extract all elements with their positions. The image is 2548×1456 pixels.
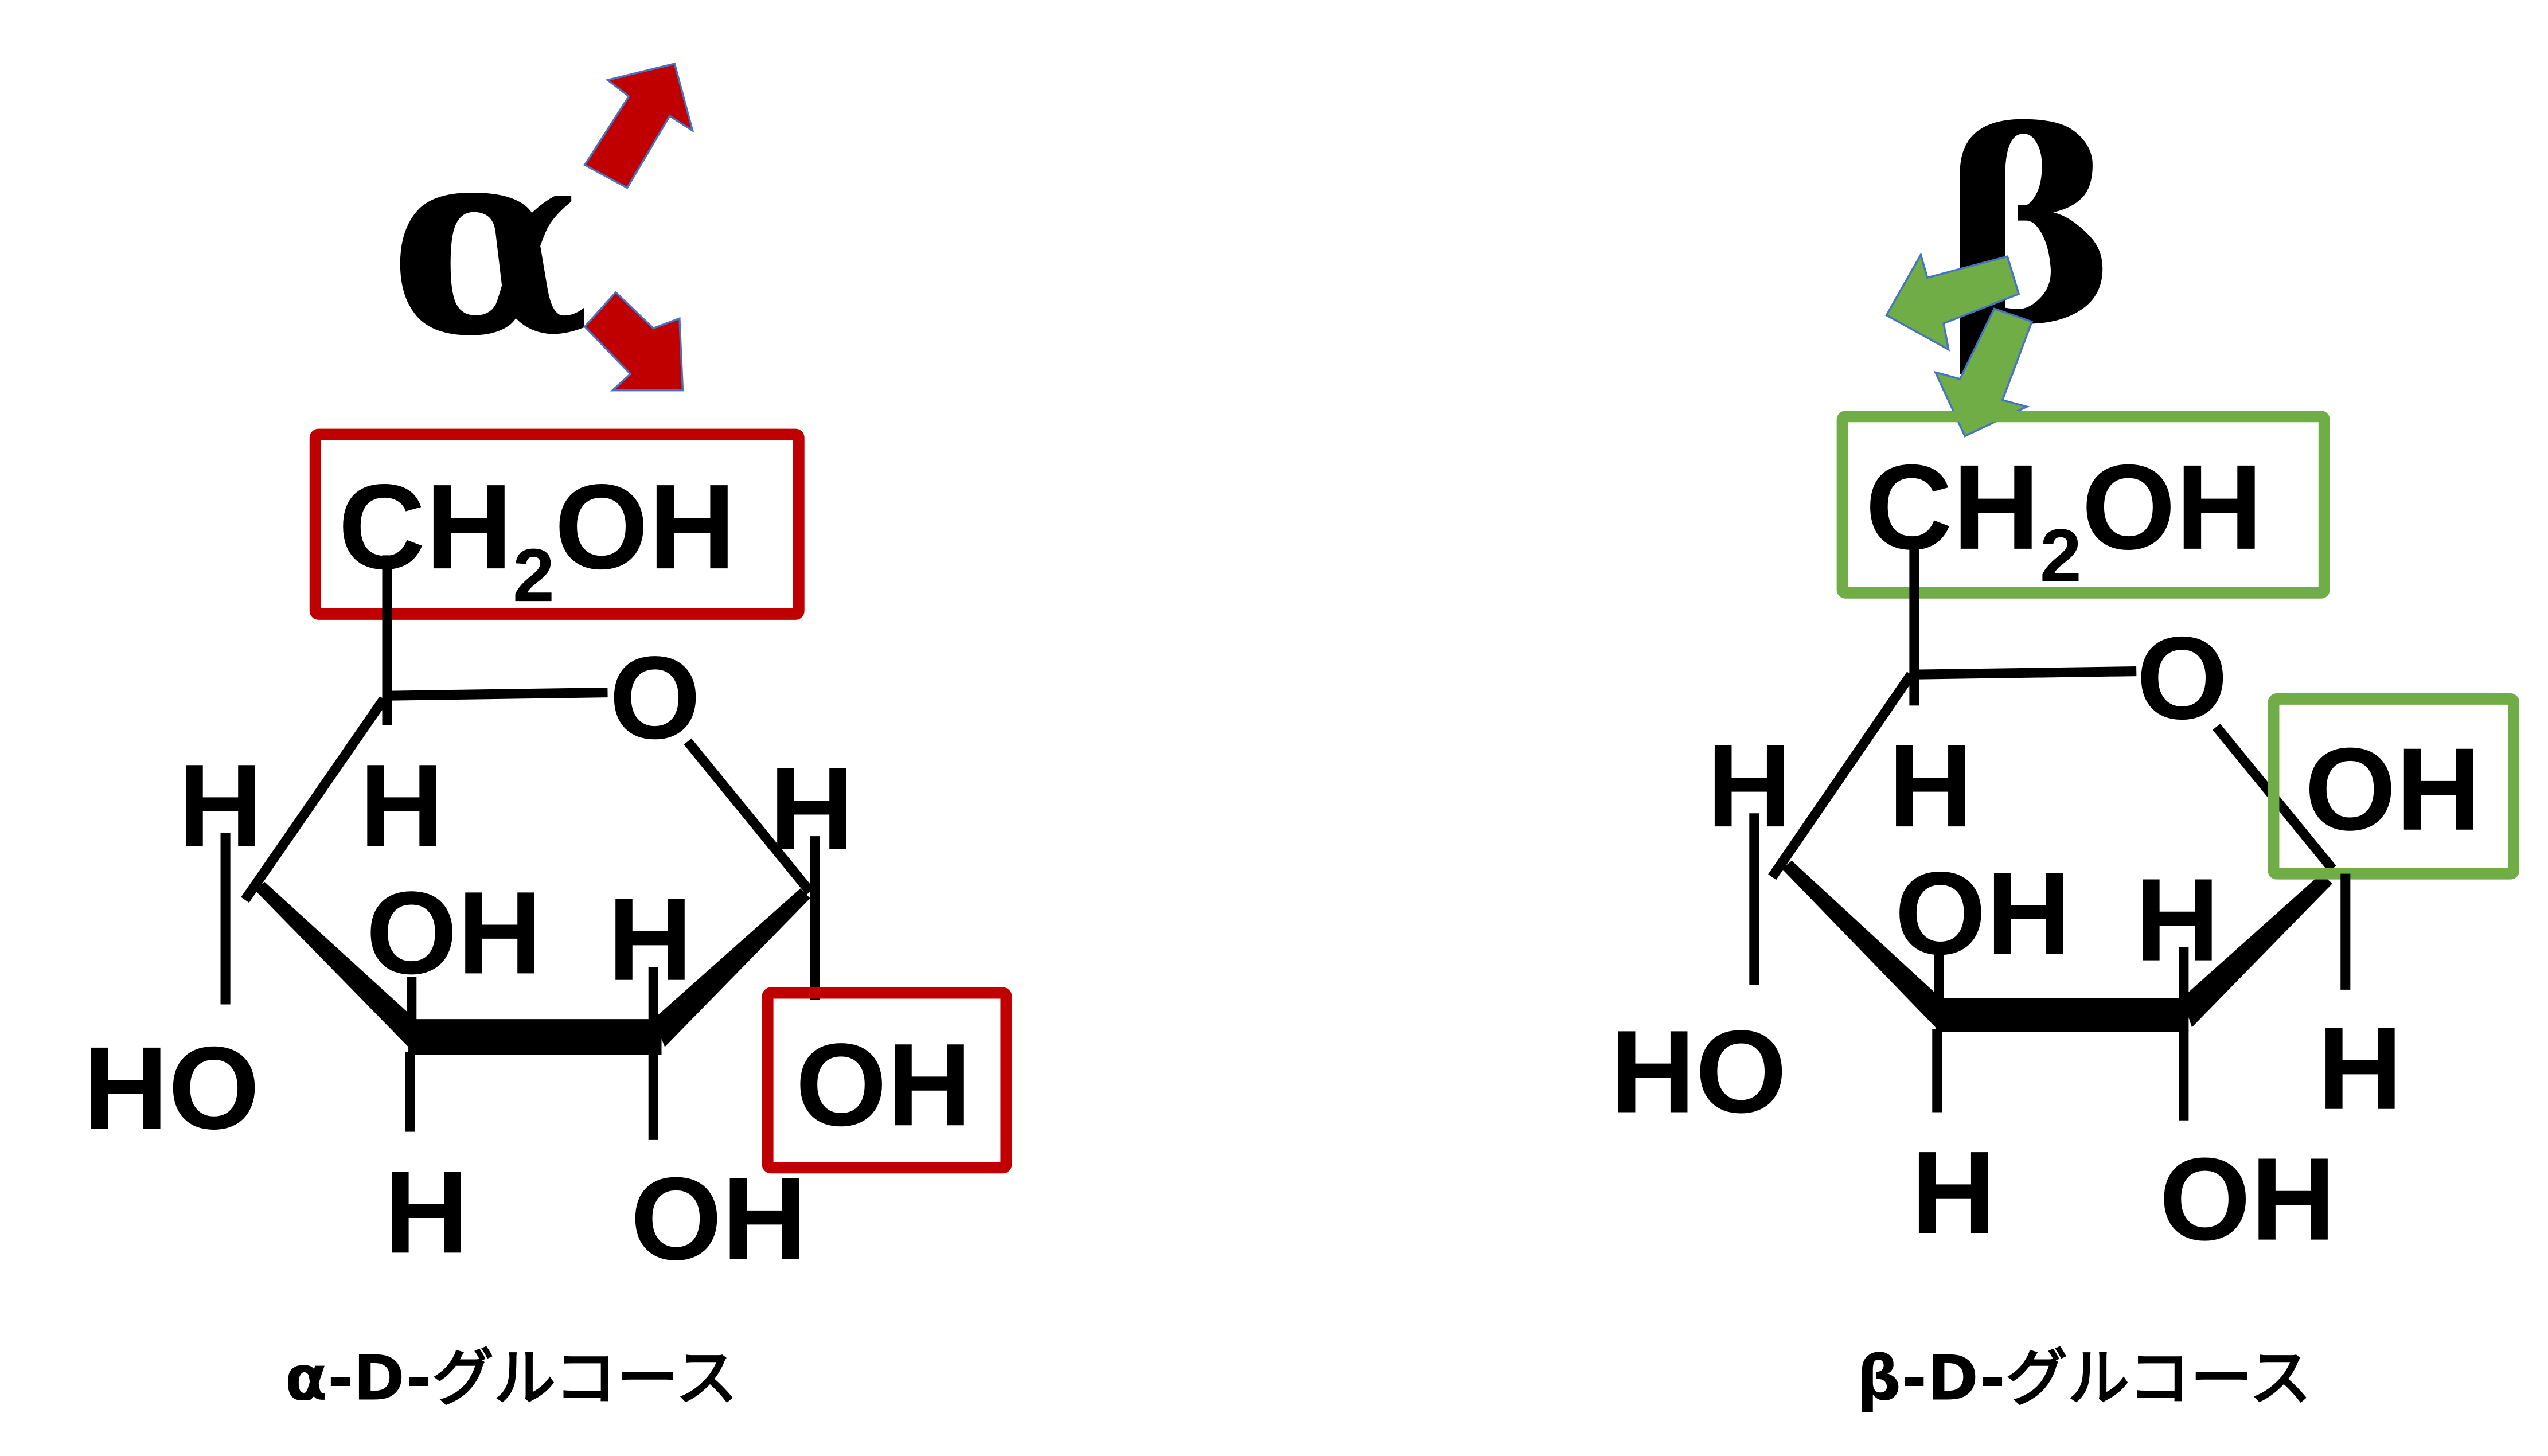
right-wedge-bond — [653, 888, 810, 1047]
oh-text: OH — [555, 459, 736, 594]
subscript-2: 2 — [2040, 513, 2082, 598]
ch2oh-highlight-box — [309, 428, 805, 620]
anomeric-oh-highlight-box — [2268, 693, 2520, 880]
ring-oxygen: O — [609, 632, 701, 763]
anomeric-oh-label: OH — [795, 1019, 972, 1150]
left-wedge-bond — [1782, 860, 1939, 1028]
anomeric-oh-label: OH — [2305, 724, 2481, 855]
ch2oh-label: CH2OH — [338, 459, 736, 617]
beta-caption: β-D-グルコース — [1857, 1342, 2312, 1415]
red-arrow-down-right-icon — [583, 291, 684, 392]
c5-h-label: H — [360, 740, 444, 871]
green-arrow-left-icon — [1885, 252, 2020, 352]
beta-d-glucose: β CH2OH O H HO H OH H OH H H OH β-D-グルコー… — [1610, 75, 2520, 1415]
c2-oh-label: OH — [630, 1153, 807, 1285]
anomeric-oh-highlight-box — [762, 987, 1012, 1174]
left-wedge-bond — [255, 881, 412, 1047]
ch2oh-highlight-box — [1836, 411, 2330, 599]
c2-h-label: H — [384, 1146, 469, 1278]
c4-h-label: H — [178, 740, 263, 871]
subscript-2: 2 — [513, 533, 555, 617]
c4-ho-label: HO — [83, 1022, 260, 1154]
ch2oh-label: CH2OH — [1865, 439, 2262, 598]
c2-h-label: H — [1911, 1127, 1996, 1258]
c4-ho-label: HO — [1610, 1006, 1787, 1137]
ch-text: CH — [1865, 439, 2039, 575]
oh-text: OH — [2082, 439, 2263, 575]
c5-h-label: H — [1888, 720, 1973, 852]
c3-oh-label: OH — [1895, 848, 2071, 979]
right-wedge-bond — [2182, 873, 2333, 1028]
beta-symbol: β — [1944, 75, 2117, 382]
front-bold-bond — [1935, 998, 2189, 1032]
c2-oh-label: OH — [2159, 1134, 2336, 1265]
c3-oh-label: OH — [366, 867, 543, 998]
ch-text: CH — [338, 459, 513, 594]
red-arrow-up-right-icon — [583, 63, 694, 189]
ring-oxygen: O — [2136, 612, 2228, 744]
alpha-symbol: α — [389, 87, 591, 393]
alpha-caption: α-D-グルコース — [285, 1342, 738, 1415]
front-bold-bond — [408, 1019, 662, 1055]
c1-h-label: H — [2317, 1003, 2402, 1134]
alpha-d-glucose: α CH2OH O H HO H OH H H OH H OH α-D-グルコー… — [83, 63, 1012, 1415]
c3-h-label: H — [2135, 854, 2219, 986]
